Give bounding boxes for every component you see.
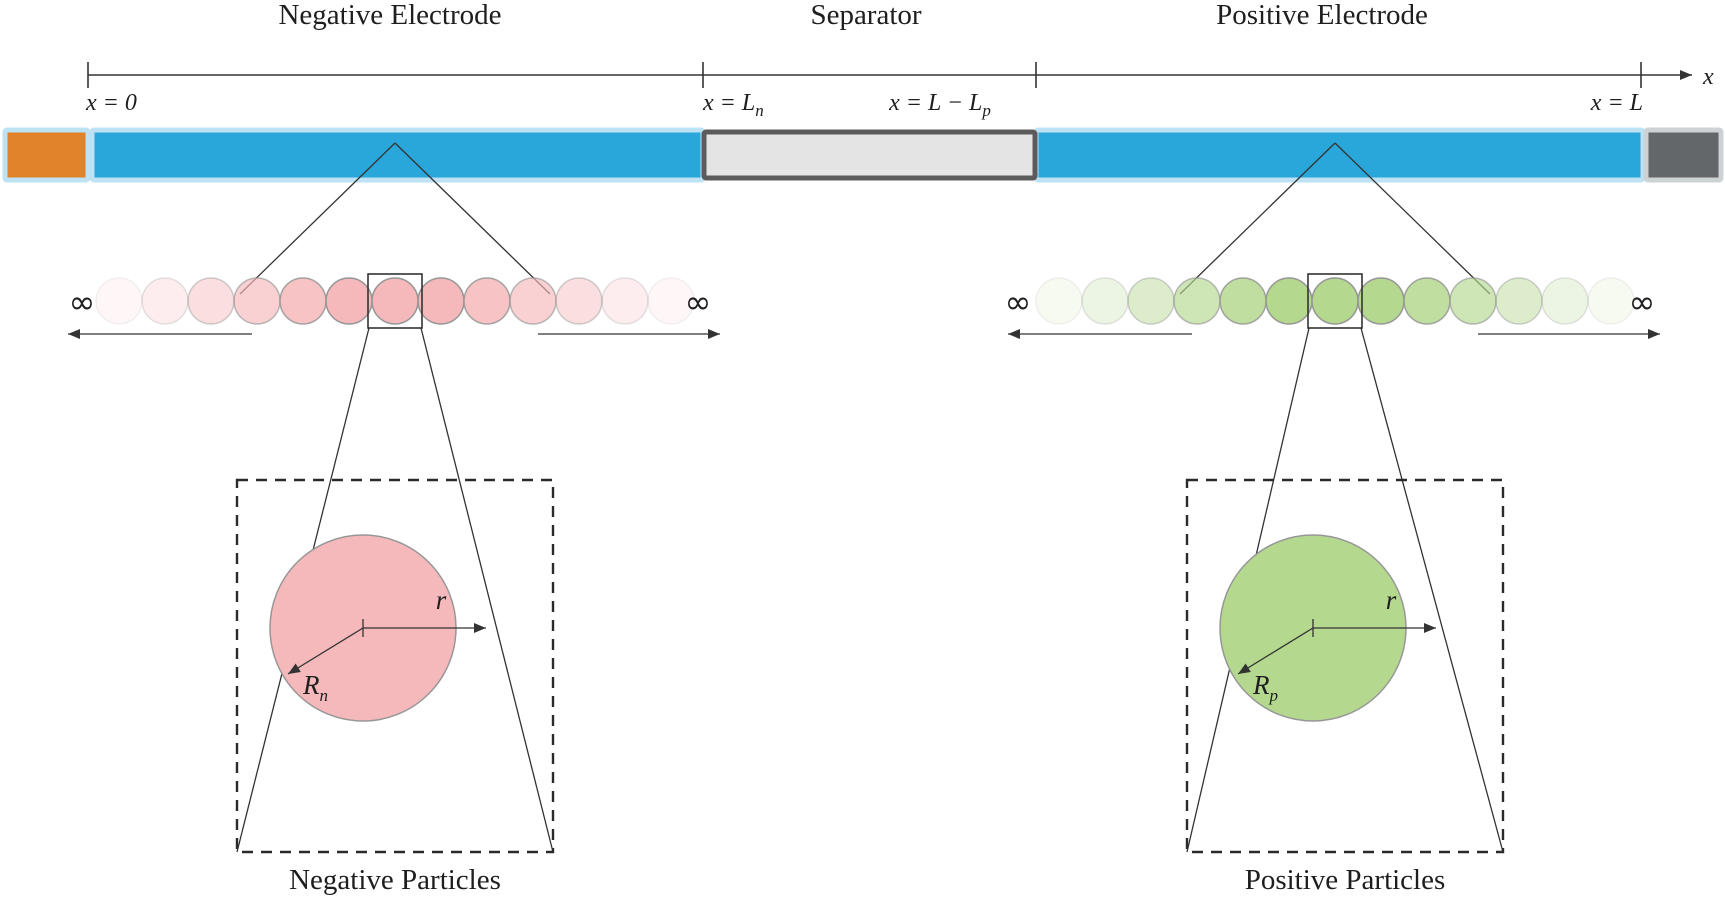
negative-r-label: r — [436, 585, 447, 615]
negative-sample-box — [367, 273, 423, 329]
negative-R-label: Rn — [302, 670, 328, 705]
positive-particle — [1035, 277, 1083, 325]
axis-label-xLLp: x = L − Lp — [888, 90, 991, 120]
positive-R-label: Rp — [1252, 670, 1278, 705]
positive-current-collector — [1643, 127, 1724, 183]
negative-current-collector — [2, 127, 91, 183]
negative-particle — [233, 277, 281, 325]
negative-particle — [647, 277, 695, 325]
negative-particle — [601, 277, 649, 325]
negative-particle-row — [95, 273, 695, 329]
negative-particle — [555, 277, 603, 325]
positive-particle — [1127, 277, 1175, 325]
positive-r-label: r — [1386, 585, 1397, 615]
x-axis-arrow-label: x — [1702, 64, 1714, 90]
negative-particle — [325, 277, 373, 325]
zoom-line-positive-right — [1334, 142, 1491, 295]
negative-detail-box — [235, 478, 555, 854]
infinity-icon: ∞ — [685, 283, 712, 321]
negative-particle — [279, 277, 327, 325]
positive-particle — [1357, 277, 1405, 325]
negative-particle — [509, 277, 557, 325]
positive-particle — [1495, 277, 1543, 325]
axis-label-x0: x = 0 — [85, 90, 137, 116]
positive-electrode-bar — [1033, 127, 1646, 183]
axis-label-xL: x = L — [1590, 90, 1643, 116]
positive-particle — [1219, 277, 1267, 325]
zoom-line-negative-box-right — [420, 327, 554, 853]
negative-electrode-bar — [89, 127, 706, 183]
positive-particle — [1173, 277, 1221, 325]
positive-R-arrow — [1237, 627, 1314, 675]
positive-particle — [1541, 277, 1589, 325]
positive-particle-row — [1035, 273, 1635, 329]
separator-label: Separator — [810, 0, 921, 31]
positive-particles-caption: Positive Particles — [1245, 864, 1446, 896]
positive-particle — [1587, 277, 1635, 325]
positive-particle — [1081, 277, 1129, 325]
infinity-icon: ∞ — [1629, 283, 1656, 321]
negative-particles-caption: Negative Particles — [289, 864, 501, 896]
positive-particle — [1403, 277, 1451, 325]
zoom-line-positive-left — [1179, 142, 1336, 295]
positive-sample-box — [1307, 273, 1363, 329]
zoom-line-negative-right — [394, 142, 551, 295]
negative-particle — [371, 277, 419, 325]
infinity-icon: ∞ — [1005, 283, 1032, 321]
positive-particle — [1449, 277, 1497, 325]
positive-electrode-label: Positive Electrode — [1216, 0, 1428, 31]
axis-label-xLn: x = Ln — [702, 90, 764, 120]
negative-particle — [95, 277, 143, 325]
positive-detail-box — [1185, 478, 1505, 854]
negative-electrode-label: Negative Electrode — [278, 0, 501, 31]
separator-bar — [701, 129, 1038, 181]
infinity-icon: ∞ — [69, 283, 96, 321]
negative-particle — [463, 277, 511, 325]
zoom-line-negative-left — [239, 142, 396, 295]
negative-particle — [187, 277, 235, 325]
positive-particle — [1265, 277, 1313, 325]
zoom-line-positive-box-right — [1360, 327, 1504, 853]
positive-particle — [1311, 277, 1359, 325]
negative-R-arrow — [287, 627, 364, 675]
negative-particle — [417, 277, 465, 325]
negative-particle — [141, 277, 189, 325]
